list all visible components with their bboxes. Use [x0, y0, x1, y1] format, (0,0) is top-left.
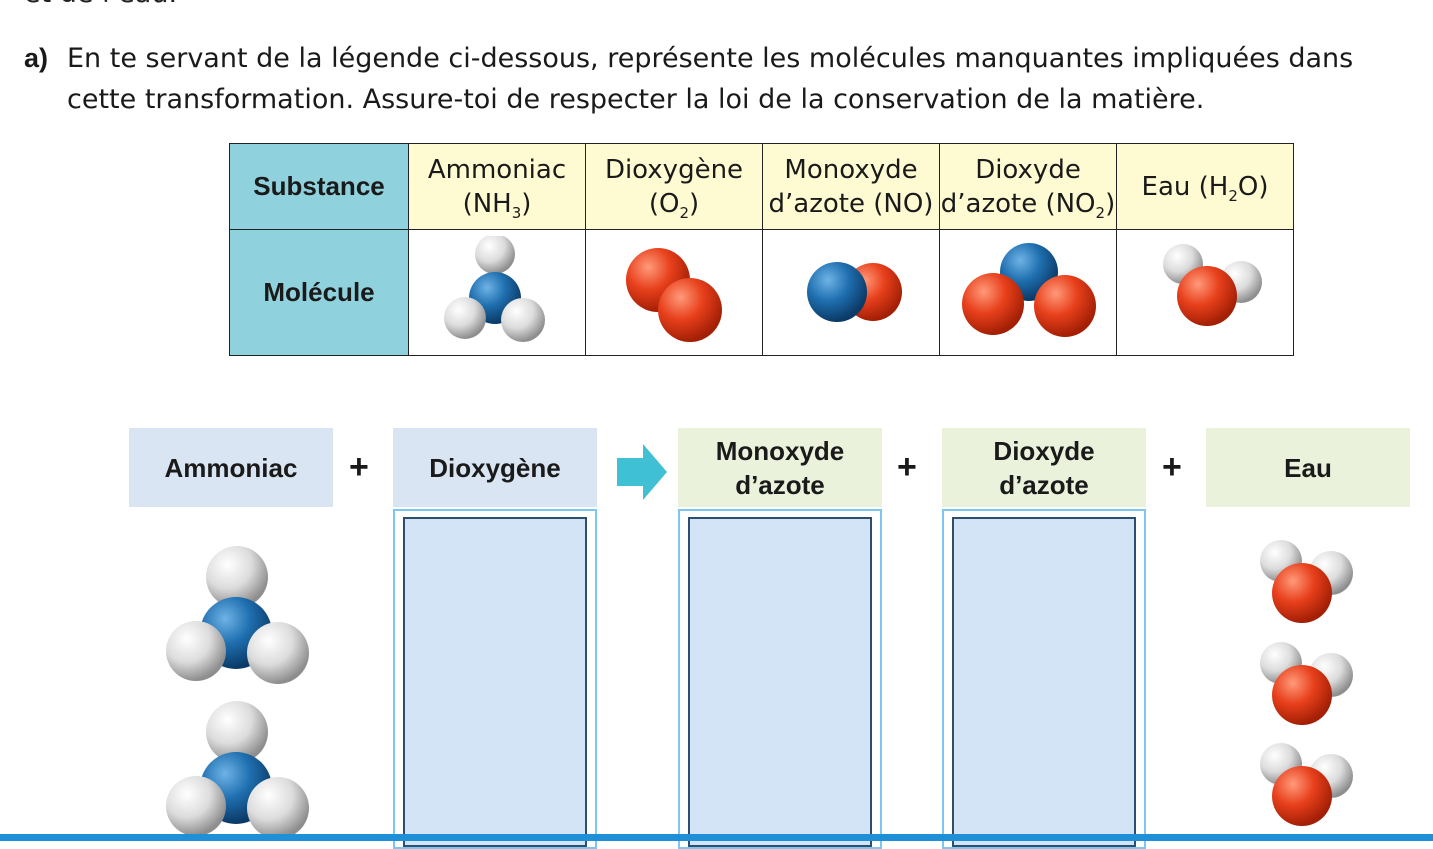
legend-mol-monoxyde	[762, 229, 940, 356]
legend-name: Ammoniac	[427, 154, 567, 185]
water-molecule-icon	[1260, 540, 1353, 623]
formula-subscript: 3	[511, 203, 522, 222]
label-line2: d’azote	[999, 469, 1089, 500]
legend-table: Substance Ammoniac (NH3) Dioxygène (O2) …	[229, 143, 1294, 356]
legend-substance-row: Substance Ammoniac (NH3) Dioxygène (O2) …	[229, 143, 1294, 230]
monoxyde-drop-zone[interactable]	[678, 509, 882, 849]
legend-substance-header: Substance	[229, 143, 409, 230]
dioxyde-drop-zone[interactable]	[942, 509, 1146, 849]
nitrogen-dioxide-molecule-icon	[962, 242, 1096, 337]
question-letter: a)	[24, 43, 49, 73]
dioxygene-drop-zone[interactable]	[393, 509, 597, 849]
legend-formula-end: O)	[1237, 171, 1269, 202]
legend-cell-ammoniac: Ammoniac (NH3)	[408, 143, 586, 230]
ammonia-molecule-icon	[444, 233, 545, 342]
formula-subscript: 2	[679, 203, 689, 222]
legend-name: Monoxyde	[784, 154, 918, 185]
dioxygen-molecule-icon	[626, 247, 722, 342]
ammonia-molecule-icon	[166, 546, 309, 684]
nitrogen-monoxide-molecule-icon	[807, 261, 902, 322]
legend-cell-monoxyde: Monoxyde d’azote (NO)	[762, 143, 940, 230]
legend-formula: d’azote (NO)	[768, 188, 934, 219]
cut-off-previous-text: et de l’eau.	[24, 0, 177, 9]
legend-name: Dioxyde	[975, 154, 1081, 185]
plus-sign: +	[897, 448, 917, 486]
legend-mol-dioxyde	[939, 229, 1117, 356]
formula-subscript: 2	[1228, 186, 1238, 205]
label-line1: Dioxyde	[993, 435, 1095, 466]
legend-mol-eau	[1116, 229, 1294, 356]
legend-formula: (O	[648, 188, 680, 219]
arrow-right-icon	[617, 444, 667, 500]
legend-cell-dioxyde: Dioxyde d’azote (NO2)	[939, 143, 1117, 230]
plus-sign: +	[1162, 448, 1182, 486]
plus-sign: +	[349, 448, 369, 486]
reactant-ammoniac-label: Ammoniac	[129, 428, 333, 507]
legend-molecule-header: Molécule	[229, 229, 409, 356]
label-line2: d’azote	[735, 469, 825, 500]
legend-molecule-row: Molécule	[229, 229, 1294, 356]
legend-cell-eau: Eau (H2O)	[1116, 143, 1294, 230]
product-eau-label: Eau	[1206, 428, 1410, 507]
ammonia-molecule-icon	[166, 701, 309, 834]
legend-mol-ammoniac	[408, 229, 586, 356]
legend-name: Dioxygène	[604, 154, 744, 185]
legend-formula-end: )	[521, 188, 532, 219]
legend-formula-end: )	[689, 188, 700, 219]
reactant-dioxygene-label: Dioxygène	[393, 428, 597, 507]
legend-formula-end: )	[1105, 188, 1116, 219]
question-a: a) En te servant de la légende ci-dessou…	[24, 38, 1404, 120]
question-text: En te servant de la légende ci-dessous, …	[67, 43, 1354, 115]
legend-name: Eau (H	[1141, 171, 1229, 202]
water-molecule-icon	[1163, 243, 1262, 326]
legend-formula: d’azote (NO	[940, 188, 1096, 219]
legend-cell-dioxygene: Dioxygène (O2)	[585, 143, 763, 230]
formula-subscript: 2	[1095, 203, 1106, 222]
legend-formula: (NH	[462, 188, 512, 219]
water-molecule-icon	[1260, 743, 1353, 826]
bottom-bar	[0, 834, 1433, 841]
water-molecule-icon	[1260, 642, 1353, 725]
legend-mol-dioxygene	[585, 229, 763, 356]
label-line1: Monoxyde	[715, 435, 845, 466]
